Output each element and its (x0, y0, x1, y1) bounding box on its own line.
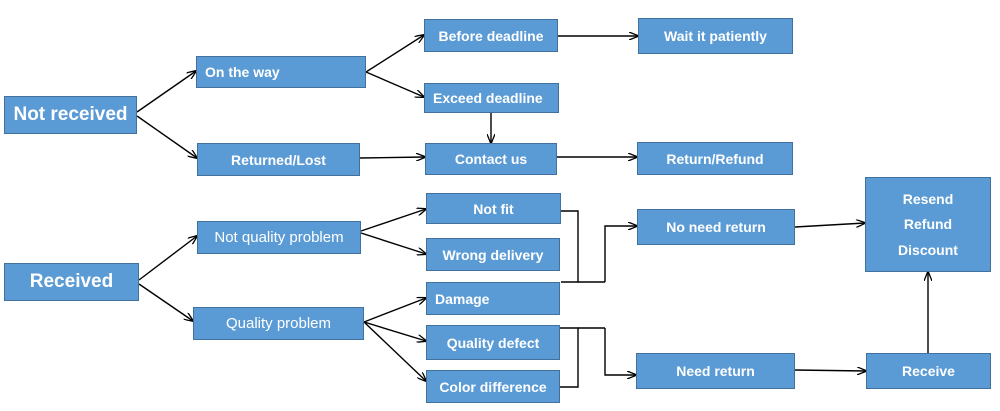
arrow-quality-to-color-difference (363, 321, 426, 381)
arrow-returned-lost-to-contact-us (359, 157, 425, 158)
arrow-on-the-way-to-before-deadline (365, 35, 424, 73)
connector-to-no-need-return (604, 226, 637, 282)
arrow-not-received-to-on-the-way (136, 71, 196, 113)
outcome-resend: Resend (902, 190, 954, 207)
arrow-received-to-quality (138, 283, 193, 321)
arrow-received-to-not-quality (138, 236, 197, 281)
arrow-not-received-to-returned-lost (136, 115, 197, 158)
arrow-quality-to-quality-defect (363, 321, 426, 341)
node-quality-defect: Quality defect (426, 325, 560, 360)
node-before-deadline: Before deadline (424, 19, 558, 52)
node-not-received: Not received (4, 96, 137, 134)
node-color-difference: Color difference (426, 370, 560, 403)
node-received: Received (4, 263, 139, 301)
node-wait-patiently: Wait it patiently (638, 18, 793, 54)
bracket-not-quality-group (561, 210, 579, 283)
node-need-return: Need return (636, 353, 795, 389)
node-contact-us: Contact us (425, 143, 557, 175)
node-returned-lost: Returned/Lost (197, 143, 360, 176)
node-no-need-return: No need return (637, 209, 795, 245)
arrow-on-the-way-to-exceed-deadline (365, 71, 424, 97)
bracket-quality-group (560, 327, 579, 388)
node-return-refund: Return/Refund (637, 142, 793, 175)
outcome-refund: Refund (903, 216, 953, 233)
node-damage: Damage (426, 282, 560, 315)
node-not-quality-problem: Not quality problem (197, 221, 361, 254)
arrow-not-quality-to-not-fit (360, 209, 426, 232)
node-quality-problem: Quality problem (193, 307, 364, 340)
arrow-no-need-return-to-outcomes (794, 223, 865, 228)
arrow-not-quality-to-wrong-delivery (360, 232, 426, 254)
arrow-quality-to-damage (363, 298, 426, 323)
node-wrong-delivery: Wrong delivery (426, 238, 560, 271)
connector-to-need-return (604, 328, 636, 375)
node-receive: Receive (866, 353, 991, 389)
arrow-need-return-to-receive (794, 370, 866, 371)
outcome-discount: Discount (898, 242, 958, 259)
node-exceed-deadline: Exceed deadline (424, 83, 559, 113)
node-not-fit: Not fit (426, 193, 561, 224)
node-on-the-way: On the way (196, 56, 366, 88)
node-outcomes: Resend Refund Discount (865, 177, 991, 272)
